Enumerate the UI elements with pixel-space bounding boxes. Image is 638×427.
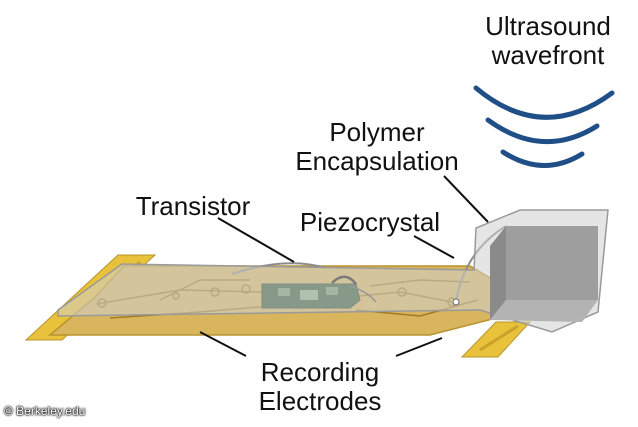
recording-label-line1: Recording bbox=[260, 357, 380, 387]
ultrasound-label-line2: wavefront bbox=[491, 40, 605, 70]
piezocrystal-label: Piezocrystal bbox=[299, 207, 441, 237]
recording-leader-left bbox=[199, 331, 247, 357]
recording-leader-right bbox=[395, 337, 443, 357]
ultrasound-label-line1: Ultrasound bbox=[485, 11, 611, 41]
wave-arc-middle bbox=[485, 117, 600, 144]
polymer-encapsulation-label: Polymer Encapsulation bbox=[286, 118, 468, 176]
transistor-label: Transistor bbox=[135, 191, 251, 221]
ultrasound-wavefront-label: Ultrasound wavefront bbox=[478, 12, 618, 70]
polymer-label-line2: Encapsulation bbox=[295, 146, 459, 176]
piezo-leader bbox=[413, 235, 455, 259]
leader-lines bbox=[199, 175, 489, 357]
piezocrystal-block bbox=[452, 226, 598, 322]
wave-arc-outer bbox=[473, 85, 615, 120]
polymer-leader bbox=[443, 175, 489, 223]
recording-electrodes-label: Recording Electrodes bbox=[250, 358, 390, 416]
right-electrode-trace bbox=[479, 324, 519, 352]
transistor-leader bbox=[217, 217, 295, 263]
recording-label-line2: Electrodes bbox=[258, 386, 382, 416]
wave-arc-inner bbox=[500, 149, 585, 168]
ultrasound-wavefront-arcs bbox=[473, 85, 615, 168]
image-credit: © Berkeley.edu bbox=[4, 404, 86, 418]
polymer-encapsulation bbox=[57, 209, 609, 333]
polymer-label-line1: Polymer bbox=[329, 117, 425, 147]
